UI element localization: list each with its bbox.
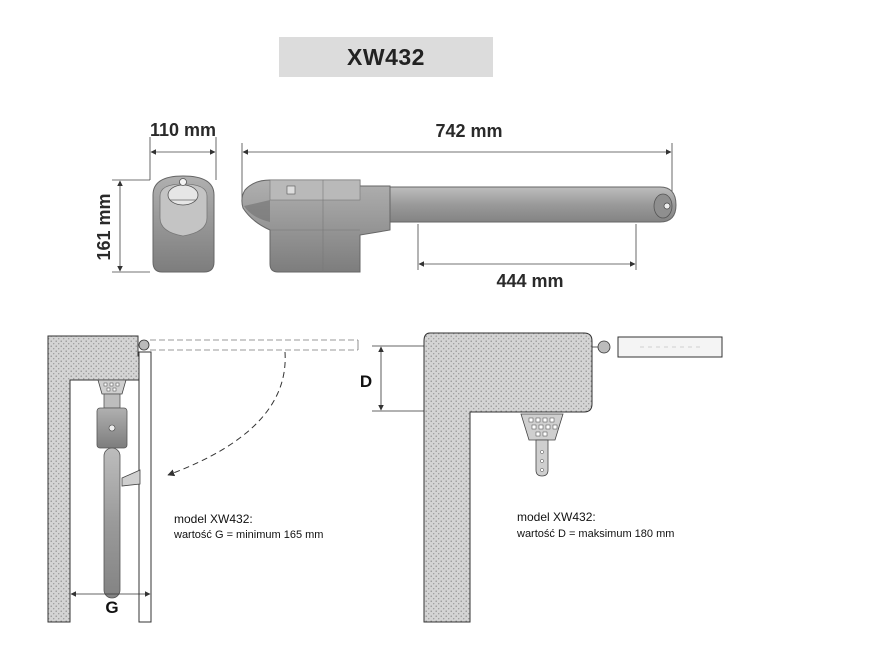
motor-side-view xyxy=(241,179,677,273)
right-installation: D model XW432: wartość D = maksimum 180 … xyxy=(360,332,723,623)
width-dimension: 110 mm xyxy=(149,120,217,180)
right-note-model: model XW432: xyxy=(517,510,596,524)
model-title: XW432 xyxy=(347,43,425,70)
length-dimension: 742 mm xyxy=(241,121,673,200)
d-label: D xyxy=(360,372,372,391)
length-label: 742 mm xyxy=(435,121,502,141)
left-installation: G model XW432: wartość G = minimum 165 m… xyxy=(47,335,359,623)
left-note-model: model XW432: xyxy=(174,512,253,526)
g-label: G xyxy=(105,598,118,617)
stroke-dimension: 444 mm xyxy=(417,224,637,291)
left-note-value: wartość G = minimum 165 mm xyxy=(173,529,323,541)
model-title-box: XW432 xyxy=(279,37,493,77)
height-label: 161 mm xyxy=(94,193,114,260)
right-note-value: wartość D = maksimum 180 mm xyxy=(516,528,674,540)
height-dimension: 161 mm xyxy=(94,179,150,273)
motor-end-view xyxy=(152,175,215,273)
stroke-label: 444 mm xyxy=(496,271,563,291)
width-label: 110 mm xyxy=(150,120,216,140)
